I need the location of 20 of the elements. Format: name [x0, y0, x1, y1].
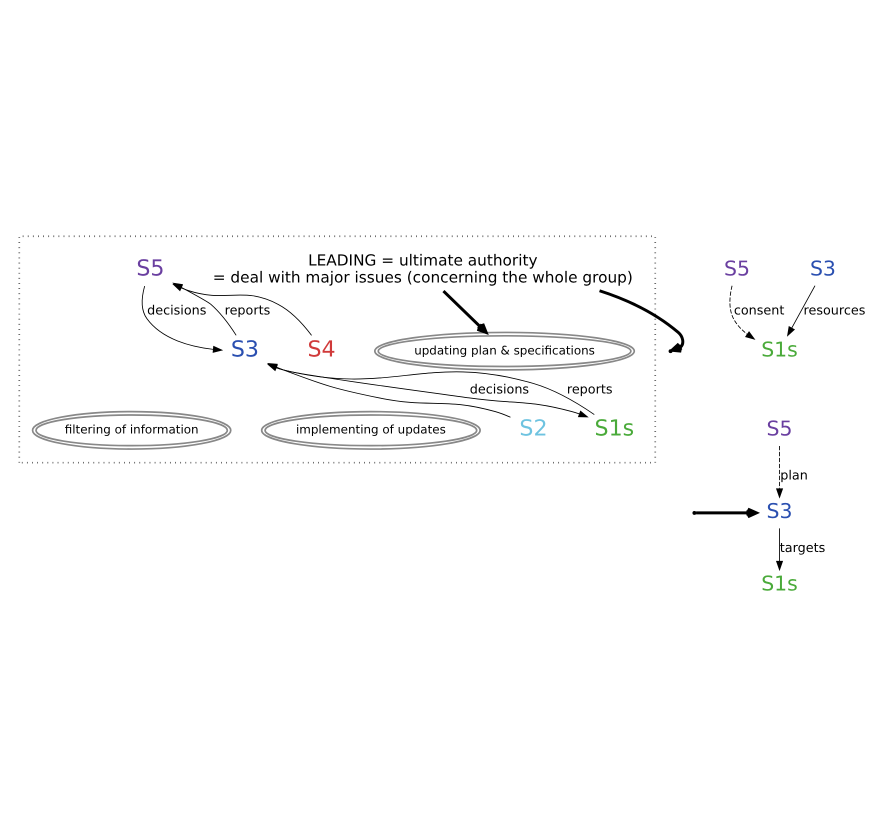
edge-label: targets — [780, 541, 826, 556]
node-text: S5 — [136, 256, 164, 282]
edge-label: decisions — [470, 382, 530, 398]
edge-label: plan — [780, 468, 808, 484]
node-text: S1s — [761, 337, 798, 362]
node-text: S3 — [230, 336, 259, 363]
node-text: S4 — [307, 336, 336, 363]
edge-label: reports — [224, 304, 270, 319]
node-text: S1s — [594, 416, 634, 442]
node-text: S5 — [724, 256, 750, 281]
node-text: S3 — [766, 499, 793, 524]
node-text: S3 — [810, 256, 836, 281]
node-text: S2 — [519, 416, 548, 442]
edge-label: resources — [804, 304, 866, 319]
edge-label: decisions — [147, 304, 206, 319]
node-text: S5 — [766, 416, 793, 441]
edge-label: consent — [734, 304, 784, 319]
node-text: LEADING = ultimate authority = deal with major issues (concerning the whole group) — [212, 252, 633, 287]
edge-label: reports — [566, 382, 613, 398]
node-text: S1s — [761, 572, 798, 596]
